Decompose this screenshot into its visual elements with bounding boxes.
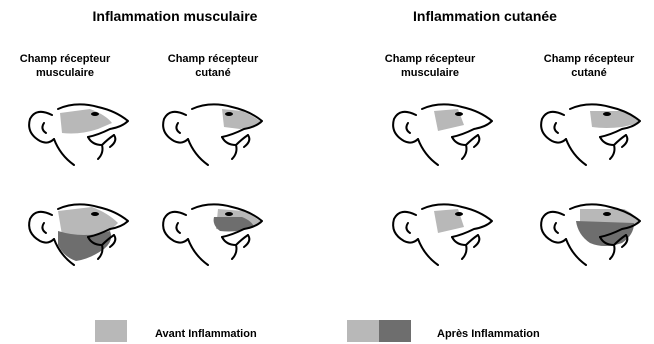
eye	[455, 212, 463, 216]
eye	[603, 112, 611, 116]
eye	[91, 112, 99, 116]
col-label-line1: Champ récepteur	[0, 52, 130, 66]
title-skin-inflammation: Inflammation cutanée	[385, 8, 585, 24]
legend-swatch-before	[95, 320, 127, 342]
rat-head-muscle-after-left	[18, 195, 138, 275]
col-label-line2: musculaire	[365, 66, 495, 80]
col-label-line2: cutané	[524, 66, 654, 80]
col-label-muscle-right: Champ récepteur musculaire	[365, 52, 495, 80]
rat-head-cutane-before-left	[152, 95, 272, 175]
rat-head-cutane-after-right	[530, 195, 650, 275]
eye	[225, 112, 233, 116]
legend-swatch-after-light	[347, 320, 379, 342]
rat-head-muscle-after-right	[382, 195, 502, 275]
eye	[455, 112, 463, 116]
rat-head-cutane-before-right	[530, 95, 650, 175]
rat-head-cutane-after-left	[152, 195, 272, 275]
col-label-cutane-left: Champ récepteur cutané	[148, 52, 278, 80]
title-muscle-inflammation: Inflammation musculaire	[70, 8, 280, 24]
col-label-line2: cutané	[148, 66, 278, 80]
legend-label-before: Avant Inflammation	[155, 328, 257, 340]
eye	[603, 212, 611, 216]
legend-swatch-after-dark	[379, 320, 411, 342]
col-label-line2: musculaire	[0, 66, 130, 80]
field-light	[60, 109, 112, 134]
rat-head-muscle-before-right	[382, 95, 502, 175]
legend-label-after: Après Inflammation	[437, 328, 540, 340]
col-label-cutane-right: Champ récepteur cutané	[524, 52, 654, 80]
rat-head-muscle-before-left	[18, 95, 138, 175]
col-label-line1: Champ récepteur	[148, 52, 278, 66]
eye	[91, 212, 99, 216]
eye	[225, 212, 233, 216]
col-label-muscle-left: Champ récepteur musculaire	[0, 52, 130, 80]
col-label-line1: Champ récepteur	[365, 52, 495, 66]
col-label-line1: Champ récepteur	[524, 52, 654, 66]
